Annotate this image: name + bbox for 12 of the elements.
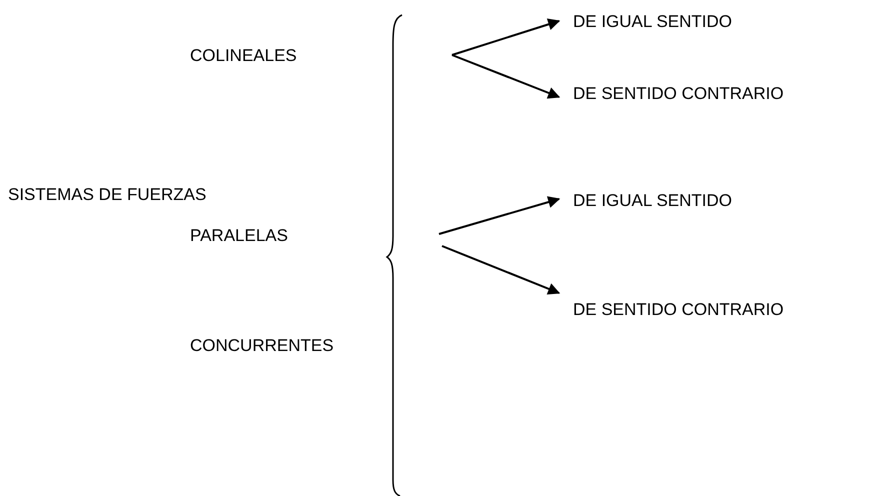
node-label: PARALELAS xyxy=(190,225,288,247)
arrow xyxy=(442,245,560,295)
node-label: CONCURRENTES xyxy=(190,335,334,357)
arrow xyxy=(452,18,560,56)
node-label: DE SENTIDO CONTRARIO xyxy=(573,299,784,321)
arrow xyxy=(438,196,560,235)
node-label: SISTEMAS DE FUERZAS xyxy=(8,184,206,206)
node-label: DE IGUAL SENTIDO xyxy=(573,11,732,33)
node-label: COLINEALES xyxy=(190,45,297,67)
node-label: DE SENTIDO CONTRARIO xyxy=(573,83,784,105)
node-label: DE IGUAL SENTIDO xyxy=(573,190,732,212)
arrow xyxy=(452,54,560,99)
